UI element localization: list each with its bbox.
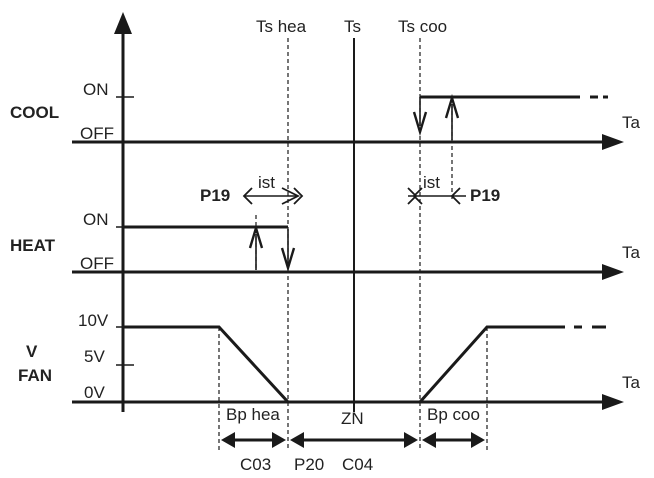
c04-label: C04 — [342, 455, 373, 474]
fan-10v-label: 10V — [78, 311, 109, 330]
bp-coo-right-arrowhead — [471, 432, 485, 448]
heat-on-arrowhead — [248, 223, 264, 249]
cool-p19-label: P19 — [470, 186, 500, 205]
fan-0v-label: 0V — [84, 383, 105, 402]
fan-5v-label: 5V — [84, 347, 105, 366]
ts-coo-label: Ts coo — [398, 17, 447, 36]
c04-right-arrowhead — [404, 432, 418, 448]
cool-on-label: ON — [83, 80, 109, 99]
heat-hyst-cross — [293, 187, 304, 205]
cool-off-arrowhead — [412, 111, 428, 137]
heat-off-arrowhead — [280, 247, 296, 273]
vertical-axis-arrowhead — [114, 12, 132, 34]
c04-left-arrowhead — [290, 432, 304, 448]
heat-label: HEAT — [10, 236, 56, 255]
cool-off-label: OFF — [80, 124, 114, 143]
heat-axis-label: Ta — [622, 243, 641, 262]
fan-axis-label: Ta — [622, 373, 641, 392]
cool-label: COOL — [10, 103, 59, 122]
heat-axis-arrowhead — [602, 264, 624, 280]
fan-heat-ramp — [123, 325, 290, 404]
cool-axis-label: Ta — [622, 113, 641, 132]
zn-label: ZN — [341, 409, 364, 428]
c03-label: C03 — [240, 455, 271, 474]
cool-ist-label: ist — [423, 173, 440, 192]
cool-hyst-cross — [412, 187, 423, 205]
ts-label: Ts — [344, 17, 361, 36]
cool-on-arrowhead — [444, 93, 460, 119]
heat-off-label: OFF — [80, 254, 114, 273]
heat-hyst-bracket-right — [281, 187, 301, 205]
ts-hea-label: Ts hea — [256, 17, 307, 36]
heat-ist-label: ist — [258, 173, 275, 192]
fan-axis-arrowhead — [602, 394, 624, 410]
c03-right-arrowhead — [272, 432, 286, 448]
bp-coo-left-arrowhead — [422, 432, 436, 448]
fan-cool-ramp — [418, 325, 565, 403]
c03-left-arrowhead — [221, 432, 235, 448]
p20-label: P20 — [294, 455, 324, 474]
cool-axis-arrowhead — [602, 134, 624, 150]
fan-v-label: V — [26, 342, 38, 361]
bp-coo-label: Bp coo — [427, 405, 480, 424]
heat-p19-label: P19 — [200, 186, 230, 205]
bp-hea-label: Bp hea — [226, 405, 280, 424]
cool-hyst-bracket-right — [450, 187, 461, 205]
fan-label: FAN — [18, 366, 52, 385]
heat-on-label: ON — [83, 210, 109, 229]
